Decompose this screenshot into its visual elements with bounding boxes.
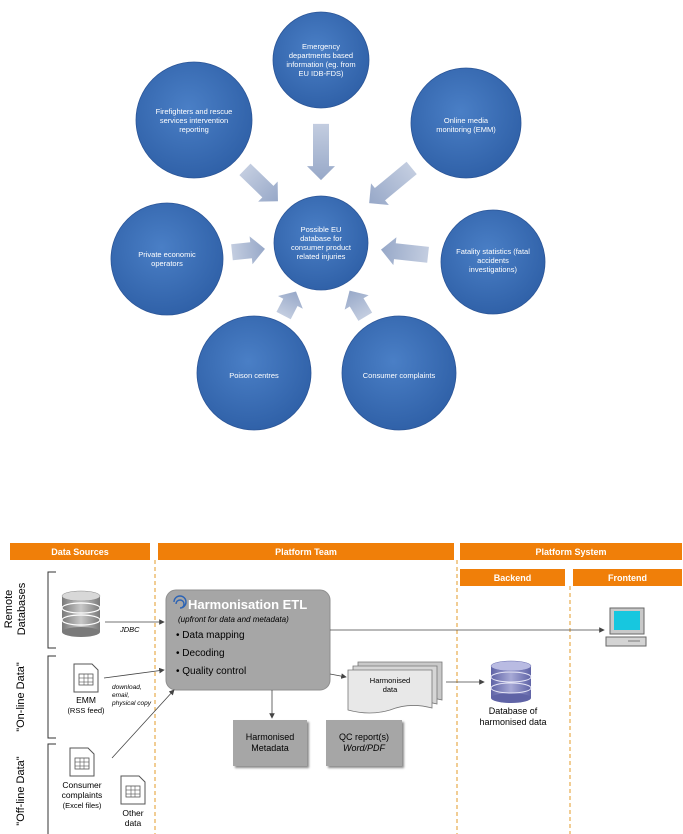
bracket-online <box>47 655 56 739</box>
side-label-remote-databases: Remote Databases <box>3 582 28 636</box>
header-backend: Backend <box>460 569 565 586</box>
header-frontend: Frontend <box>573 569 682 586</box>
header-platform-system: Platform System <box>460 543 682 560</box>
wheel-center-label: Possible EU database for consumer produc… <box>290 225 352 261</box>
side-label-online-data: "On-line Data" <box>15 662 27 732</box>
harmonised-database-icon <box>490 660 532 703</box>
wheel-node-fatality-label: Fatality statistics (fatal accidents inv… <box>456 246 530 274</box>
computer-monitor-icon <box>605 607 647 647</box>
wheel-arrow-complaints <box>344 290 373 321</box>
etl-to-harmonised-arrow <box>329 673 347 679</box>
emm-label: EMM(RSS feed) <box>67 695 105 715</box>
other-data-document-icon <box>120 775 146 805</box>
bracket-offline <box>47 743 56 834</box>
header-platform-team: Platform Team <box>158 543 454 560</box>
side-label-offline-data: "Off-line Data" <box>15 756 27 826</box>
wheel-node-complaints-label: Consumer complaints <box>362 370 436 380</box>
wheel-arrow-fatality <box>380 237 429 266</box>
wheel-node-emergency-circle <box>272 11 370 109</box>
wheel-center-circle <box>273 195 369 291</box>
qc-report-box: QC report(s)Word/PDF <box>326 720 402 766</box>
offline-arrow <box>111 689 175 759</box>
wheel-arrow-private <box>231 236 265 265</box>
remote-database-icon <box>61 590 101 637</box>
bullet-quality-control: • Quality control <box>176 666 247 677</box>
harmonisation-etl-box <box>165 589 331 691</box>
wheel-arrow-firefighters <box>239 163 278 202</box>
online-arrow <box>103 667 165 679</box>
wheel-node-emergency-label: Emergency departments based information … <box>286 42 356 78</box>
harmonisation-title: Harmonisation ETL <box>188 597 308 612</box>
wheel-node-poison-label: Poison centres <box>229 370 279 380</box>
wheel-node-private-circle <box>110 202 224 316</box>
wheel-node-firefighters-label: Firefighters and rescue services interve… <box>155 106 233 134</box>
wheel-arrow-media <box>369 161 417 205</box>
wheel-arrow-poison <box>276 291 303 320</box>
wheel-node-media-circle <box>410 67 522 179</box>
wheel-node-poison-circle <box>196 315 312 431</box>
swirl-icon <box>173 595 187 609</box>
bullet-decoding: • Decoding <box>176 648 225 659</box>
harmonised-data-stack <box>347 661 443 714</box>
harmonisation-subtitle: (upfront for data and metadata) <box>178 615 289 624</box>
bullet-data-mapping: • Data mapping <box>176 630 245 641</box>
wheel-node-fatality-circle <box>440 209 546 315</box>
emm-document-icon <box>73 663 99 693</box>
data-sources-wheel-diagram <box>110 11 546 431</box>
wheel-node-complaints-circle <box>341 315 457 431</box>
wheel-node-firefighters-circle <box>135 61 253 179</box>
wheel-node-media-label: Online media monitoring (EMM) <box>436 116 496 134</box>
bracket-remote <box>47 571 56 649</box>
jdbc-label: JDBC <box>120 625 140 634</box>
header-data-sources: Data Sources <box>10 543 150 560</box>
wheel-node-private-label: Private economic operators <box>138 250 196 268</box>
consumer-document-icon <box>69 747 95 777</box>
wheel-arrow-emergency <box>307 123 335 181</box>
transfer-note: download,email,physical copy <box>112 684 152 707</box>
